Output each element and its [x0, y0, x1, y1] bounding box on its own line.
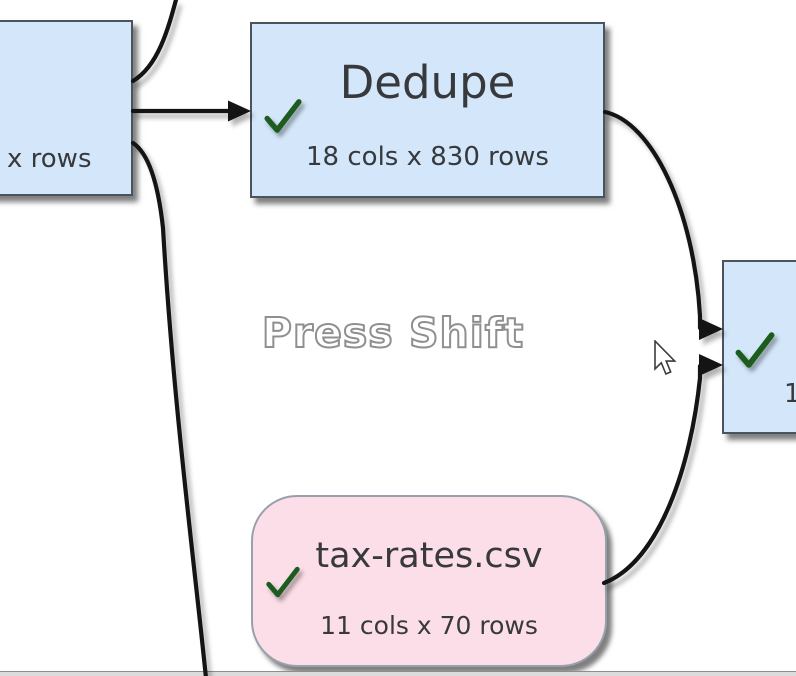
bottom-divider	[0, 671, 796, 676]
node-right-partial[interactable]: 1	[722, 260, 796, 434]
node-stats-label: x rows	[7, 144, 92, 174]
connector-top-offscreen[interactable]	[130, 0, 179, 84]
node-dedupe[interactable]: Dedupe 18 cols x 830 rows	[250, 22, 605, 198]
connector-tax-to-right[interactable]	[601, 363, 703, 586]
check-icon	[735, 332, 775, 368]
node-left-partial[interactable]: x rows	[0, 20, 133, 196]
connector-left-to-bottom[interactable]	[130, 140, 208, 676]
check-icon	[266, 566, 300, 598]
check-icon	[264, 99, 302, 133]
node-stats-label: 18 cols x 830 rows	[306, 142, 549, 172]
node-title: tax-rates.csv	[315, 536, 543, 576]
node-tax-rates-csv[interactable]: tax-rates.csv 11 cols x 70 rows	[251, 495, 607, 667]
arrowhead-icon	[228, 100, 251, 122]
arrowhead-icon	[699, 354, 723, 376]
node-stats-label: 1	[784, 379, 796, 409]
press-shift-watermark: Press Shift	[261, 308, 525, 358]
connector-dedupe-to-right[interactable]	[602, 109, 703, 331]
node-title: Dedupe	[339, 56, 516, 109]
node-stats-label: 11 cols x 70 rows	[320, 611, 538, 640]
arrowhead-icon	[699, 318, 723, 340]
